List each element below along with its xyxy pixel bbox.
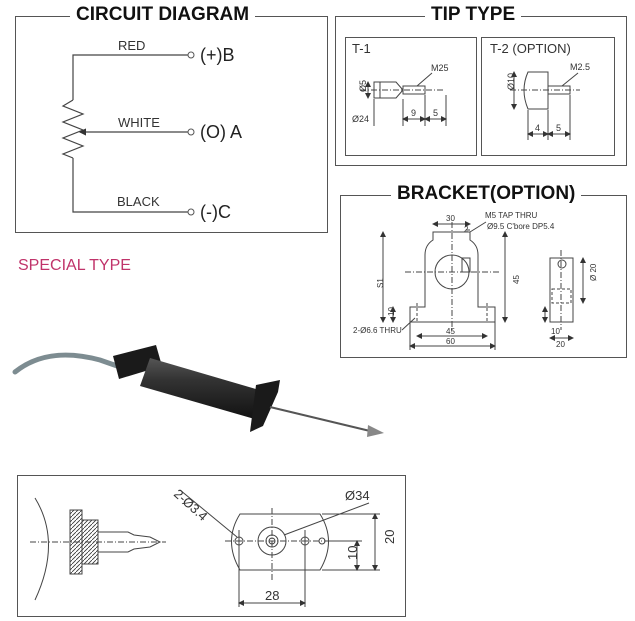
bracket-panel bbox=[340, 195, 627, 358]
circuit-diagram-panel bbox=[15, 16, 328, 233]
circuit-wiring bbox=[61, 54, 188, 213]
tip-t2-len-a: 4 bbox=[535, 123, 540, 133]
tip-t2-drawing bbox=[510, 71, 580, 140]
bracket-d60: 60 bbox=[446, 337, 455, 346]
bottom-side-drawing bbox=[30, 497, 166, 601]
wire-black-label: BLACK bbox=[117, 194, 160, 209]
bracket-title: BRACKET(OPTION) bbox=[391, 183, 582, 205]
bracket-d45v: 45 bbox=[512, 275, 521, 284]
tip-t1-drawing bbox=[360, 72, 447, 126]
bracket-holes: 2-Ø6.6 THRU bbox=[353, 326, 402, 335]
tip-t2-label: T-2 (OPTION) bbox=[490, 41, 571, 56]
tip-type-title: TIP TYPE bbox=[425, 4, 522, 26]
bracket-s1: S1 bbox=[376, 278, 385, 288]
bottom-flange-drawing bbox=[179, 489, 380, 607]
tip-t1-thread: M25 bbox=[431, 63, 449, 73]
bracket-tap: M5 TAP THRU bbox=[485, 211, 538, 220]
tip-t2-thread: M2.5 bbox=[570, 62, 590, 72]
tip-t1-len-b: 5 bbox=[433, 108, 438, 118]
bracket-d2: 2 bbox=[464, 225, 469, 234]
terminal-a-label: (O) A bbox=[200, 122, 242, 142]
bracket-side-dia: Ø 20 bbox=[589, 263, 598, 281]
terminal-b-label: (+)B bbox=[200, 45, 235, 65]
bottom-dia-label: Ø34 bbox=[345, 488, 370, 503]
tip-t2-dia: Ø10 bbox=[506, 73, 516, 90]
resistor-zigzag bbox=[61, 99, 85, 159]
bracket-side-drawing bbox=[542, 250, 586, 341]
special-type-label: SPECIAL TYPE bbox=[18, 257, 131, 274]
tip-t1-dia-b: Ø24 bbox=[352, 114, 369, 124]
bracket-front-drawing bbox=[380, 221, 508, 350]
bracket-side-20: 20 bbox=[556, 340, 565, 349]
tip-t1-label: T-1 bbox=[352, 41, 371, 56]
wire-red-label: RED bbox=[118, 38, 145, 53]
terminal-circles bbox=[187, 51, 195, 216]
bracket-side-10: 10 bbox=[551, 327, 560, 336]
bottom-holes-label: 2-Ø3.4 bbox=[171, 486, 211, 524]
circuit-diagram-title: CIRCUIT DIAGRAM bbox=[70, 4, 256, 26]
bracket-d10: 10 bbox=[387, 307, 396, 316]
bottom-width-label: 28 bbox=[265, 588, 279, 603]
bracket-d45h: 45 bbox=[446, 327, 455, 336]
bracket-cbore: Ø9.5 C'bore DP5.4 bbox=[487, 222, 555, 231]
bottom-h20-label: 20 bbox=[382, 530, 397, 544]
wire-white-label: WHITE bbox=[118, 115, 160, 130]
tip-t1-len-a: 9 bbox=[411, 108, 416, 118]
bottom-h10-label: 10 bbox=[345, 546, 360, 560]
terminal-c-label: (-)C bbox=[200, 202, 231, 222]
bracket-d30: 30 bbox=[446, 214, 455, 223]
tip-t1-dia-a: Ø5 bbox=[358, 80, 368, 92]
tip-t2-len-b: 5 bbox=[556, 123, 561, 133]
special-product-image bbox=[12, 345, 384, 437]
